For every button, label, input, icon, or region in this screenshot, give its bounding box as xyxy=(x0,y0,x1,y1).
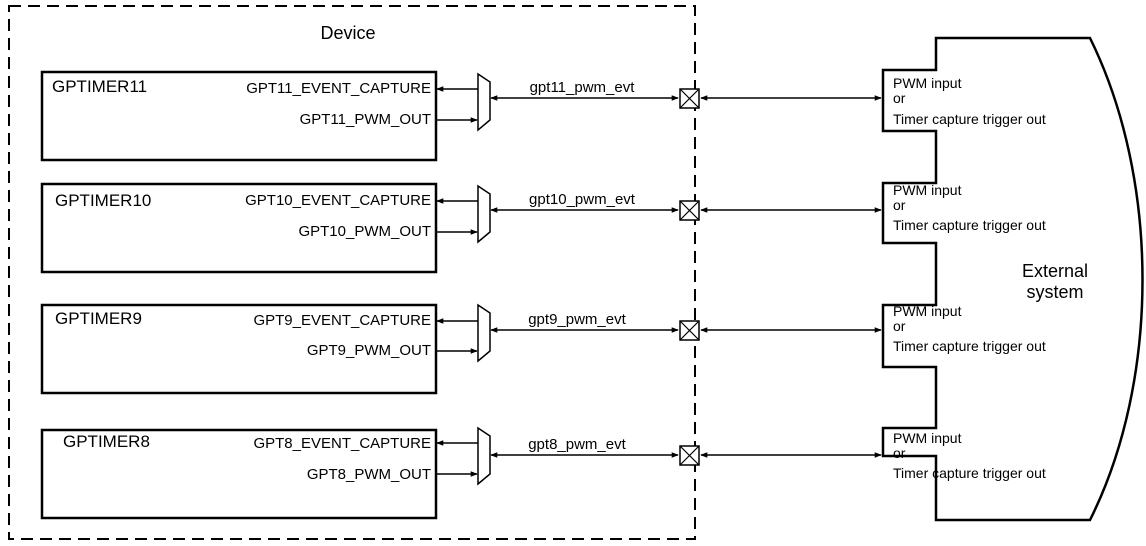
external-system-label-line1: External xyxy=(1022,261,1088,281)
pwm-out-label: GPT9_PWM_OUT xyxy=(307,342,431,359)
external-port-line2: or xyxy=(893,197,906,213)
external-port-line3: Timer capture trigger out xyxy=(893,217,1046,233)
mux-symbol xyxy=(477,72,491,132)
pad-x-symbol xyxy=(679,445,700,466)
signal-name: gpt9_pwm_evt xyxy=(528,311,626,328)
timer-box xyxy=(40,303,438,395)
external-port-line2: or xyxy=(893,445,906,461)
external-port-line1: PWM input xyxy=(893,430,962,446)
pwm-out-label: GPT11_PWM_OUT xyxy=(300,111,431,128)
timer-block: GPTIMER9 GPT9_EVENT_CAPTURE GPT9_PWM_OUT… xyxy=(40,303,1046,395)
timer-name: GPTIMER11 xyxy=(52,77,147,96)
pad-x-symbol xyxy=(679,200,700,221)
event-capture-label: GPT10_EVENT_CAPTURE xyxy=(245,192,431,209)
timer-box xyxy=(40,70,438,162)
external-port-line2: or xyxy=(893,90,906,106)
event-capture-label: GPT8_EVENT_CAPTURE xyxy=(253,435,431,452)
event-capture-label: GPT9_EVENT_CAPTURE xyxy=(253,312,431,329)
timer-block: GPTIMER10 GPT10_EVENT_CAPTURE GPT10_PWM_… xyxy=(40,182,1046,274)
mux-symbol xyxy=(477,303,491,363)
external-system-outline xyxy=(881,36,1144,522)
external-port-line3: Timer capture trigger out xyxy=(893,338,1046,354)
external-port-line3: Timer capture trigger out xyxy=(893,111,1046,127)
external-port-line1: PWM input xyxy=(893,75,962,91)
event-capture-label: GPT11_EVENT_CAPTURE xyxy=(246,80,431,97)
mux-symbol xyxy=(477,184,491,244)
external-port-line2: or xyxy=(893,318,906,334)
external-port-line1: PWM input xyxy=(893,182,962,198)
mux-symbol xyxy=(477,426,491,486)
timer-name: GPTIMER9 xyxy=(55,309,142,328)
pwm-out-label: GPT10_PWM_OUT xyxy=(298,223,431,240)
external-port-line1: PWM input xyxy=(893,303,962,319)
device-label: Device xyxy=(320,23,375,43)
device-boundary xyxy=(8,5,696,540)
timer-name: GPTIMER10 xyxy=(55,191,151,210)
signal-name: gpt10_pwm_evt xyxy=(529,191,636,208)
timer-box xyxy=(40,182,438,274)
pad-x-symbol xyxy=(679,320,700,341)
external-system-label-line2: system xyxy=(1026,282,1083,302)
pwm-out-label: GPT8_PWM_OUT xyxy=(307,466,431,483)
timer-name: GPTIMER8 xyxy=(63,432,150,451)
signal-name: gpt8_pwm_evt xyxy=(528,436,626,453)
pad-x-symbol xyxy=(679,88,700,109)
timer-block: GPTIMER11 GPT11_EVENT_CAPTURE GPT11_PWM_… xyxy=(40,70,1046,162)
signal-name: gpt11_pwm_evt xyxy=(530,79,636,96)
timer-block: GPTIMER8 GPT8_EVENT_CAPTURE GPT8_PWM_OUT… xyxy=(40,426,1046,520)
external-port-line3: Timer capture trigger out xyxy=(893,465,1046,481)
